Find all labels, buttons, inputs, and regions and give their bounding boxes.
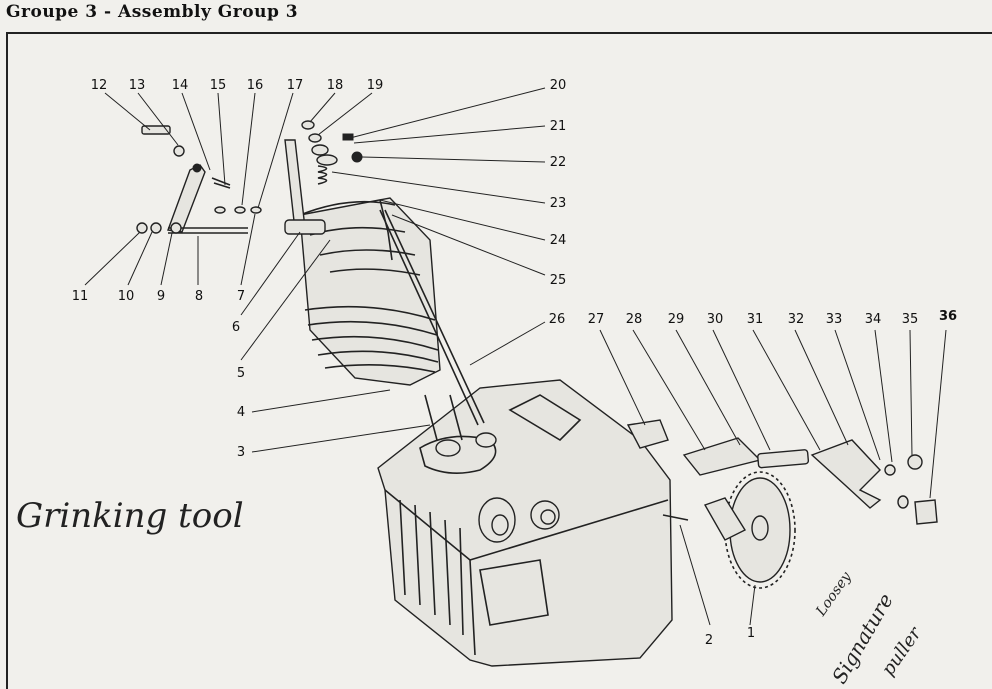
callout-14: 14 bbox=[172, 78, 189, 93]
callout-11: 11 bbox=[72, 289, 89, 304]
callout-22: 22 bbox=[550, 155, 567, 170]
callout-13: 13 bbox=[129, 78, 146, 93]
valve-parts bbox=[301, 120, 363, 185]
cam-gear bbox=[662, 471, 796, 589]
note-right-1: Loosey bbox=[813, 568, 856, 619]
callout-32: 32 bbox=[788, 312, 805, 327]
callout-2: 2 bbox=[705, 633, 713, 648]
callout-19: 19 bbox=[367, 78, 384, 93]
callout-30: 30 bbox=[707, 312, 724, 327]
callout-23: 23 bbox=[550, 196, 567, 211]
note-left: Grinking tool bbox=[16, 496, 244, 536]
callout-16: 16 bbox=[247, 78, 264, 93]
callout-33: 33 bbox=[826, 312, 843, 327]
callout-12: 12 bbox=[91, 78, 108, 93]
callout-31: 31 bbox=[747, 312, 764, 327]
callout-4: 4 bbox=[237, 405, 245, 420]
callout-26: 26 bbox=[549, 312, 566, 327]
callout-labels: 12 13 14 15 16 17 18 19 20 21 22 23 24 2… bbox=[72, 78, 957, 648]
callout-6: 6 bbox=[232, 320, 240, 335]
callout-29: 29 bbox=[668, 312, 685, 327]
callout-17: 17 bbox=[287, 78, 304, 93]
callout-35: 35 bbox=[902, 312, 919, 327]
callout-24: 24 bbox=[550, 233, 567, 248]
callout-10: 10 bbox=[118, 289, 135, 304]
callout-9: 9 bbox=[157, 289, 165, 304]
callout-36: 36 bbox=[939, 309, 957, 324]
crankcase bbox=[377, 379, 673, 667]
note-right-3: puller bbox=[878, 622, 927, 679]
callout-21: 21 bbox=[550, 119, 567, 134]
callout-27: 27 bbox=[588, 312, 605, 327]
callout-20: 20 bbox=[550, 78, 567, 93]
callout-18: 18 bbox=[327, 78, 344, 93]
callout-5: 5 bbox=[237, 366, 245, 381]
callout-7: 7 bbox=[237, 289, 245, 304]
diagram-frame bbox=[6, 32, 992, 689]
callout-34: 34 bbox=[865, 312, 882, 327]
cylinder bbox=[299, 197, 441, 386]
callout-1: 1 bbox=[747, 626, 755, 641]
callout-15: 15 bbox=[210, 78, 227, 93]
callout-28: 28 bbox=[626, 312, 643, 327]
pushrods bbox=[379, 209, 485, 441]
cam-lifter-assembly bbox=[626, 419, 938, 525]
callout-3: 3 bbox=[237, 445, 245, 460]
callout-25: 25 bbox=[550, 273, 567, 288]
callout-8: 8 bbox=[195, 289, 203, 304]
page-title: Groupe 3 - Assembly Group 3 bbox=[6, 2, 299, 22]
leader-lines bbox=[84, 87, 947, 626]
rocker-assembly bbox=[136, 125, 326, 235]
